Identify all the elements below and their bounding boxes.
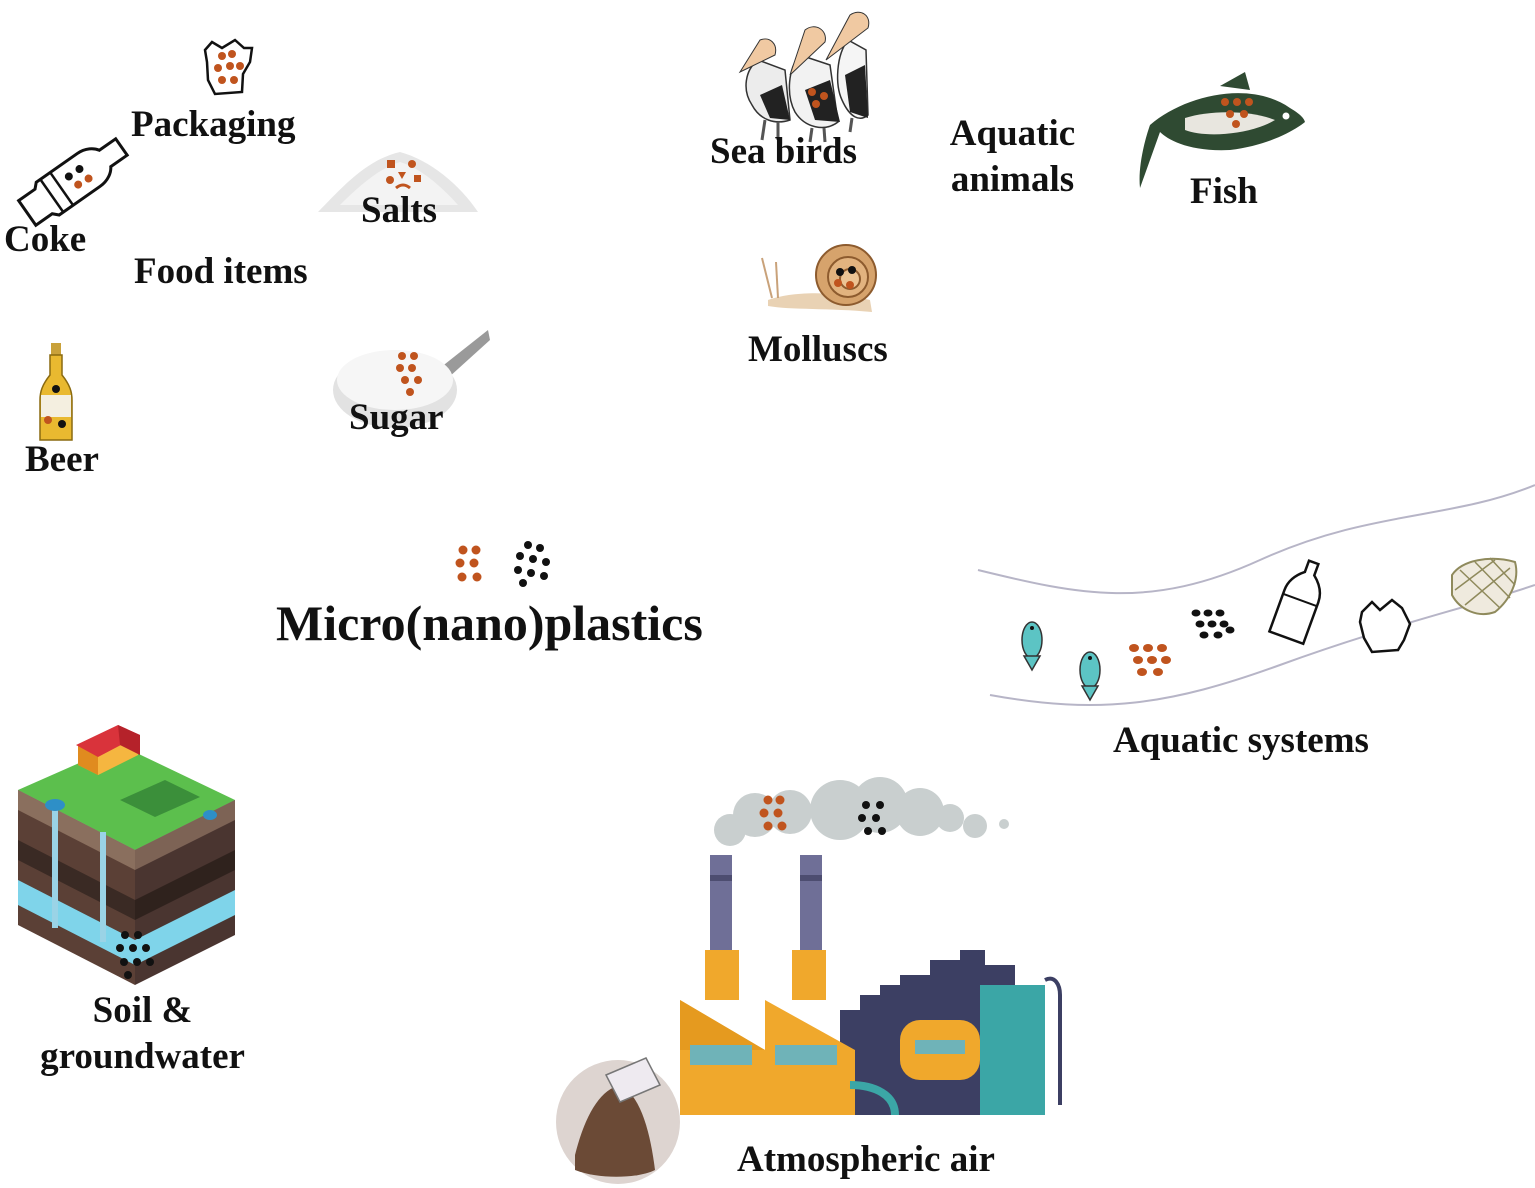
nanoplastic-particles-icon bbox=[1191, 609, 1235, 639]
soil-groundwater-label: Soil & groundwater bbox=[20, 988, 265, 1080]
sugar-spoon-icon bbox=[333, 330, 490, 428]
coke-bottle-icon bbox=[16, 136, 130, 228]
plastic-bag-icon bbox=[1358, 598, 1412, 654]
aquatic-systems-label: Aquatic systems bbox=[1113, 720, 1369, 761]
soil-groundwater-label-line2: groundwater bbox=[40, 1036, 245, 1077]
coke-label: Coke bbox=[4, 219, 87, 260]
nanoplastic-particles-icon bbox=[514, 541, 550, 587]
sewage-pipe-icon bbox=[556, 1057, 680, 1184]
soil-groundwater-block-icon bbox=[18, 725, 235, 985]
sea-birds-label: Sea birds bbox=[710, 131, 858, 172]
aquatic-animals-label-line1: Aquatic bbox=[949, 113, 1076, 154]
fish-icon bbox=[1139, 72, 1305, 188]
factory-icon bbox=[680, 855, 1062, 1116]
fish-small-icon bbox=[1021, 621, 1043, 672]
beer-label: Beer bbox=[25, 439, 99, 480]
beer-bottle-icon bbox=[39, 343, 73, 441]
sugar-label: Sugar bbox=[349, 397, 444, 438]
smoke-cloud-icon bbox=[714, 777, 1009, 846]
microplastic-particles-icon bbox=[1129, 644, 1171, 676]
aquatic-animals-label: Aquatic animals bbox=[930, 111, 1095, 203]
sea-birds-icon bbox=[738, 11, 870, 143]
salts-label: Salts bbox=[361, 190, 438, 231]
microplastic-particles-icon bbox=[455, 545, 482, 582]
food-items-label: Food items bbox=[134, 251, 308, 292]
plastic-bottle-icon bbox=[1267, 559, 1322, 646]
salt-pile-icon bbox=[318, 152, 478, 212]
fishing-net-icon bbox=[1451, 557, 1518, 615]
molluscs-label: Molluscs bbox=[748, 329, 888, 370]
aquatic-animals-label-line2: animals bbox=[950, 159, 1075, 200]
mollusc-snail-icon bbox=[761, 244, 877, 312]
fish-small-icon bbox=[1079, 651, 1101, 702]
fish-label: Fish bbox=[1190, 171, 1258, 212]
soil-groundwater-label-line1: Soil & bbox=[92, 990, 193, 1031]
micro-nano-plastics-title: Micro(nano)plastics bbox=[276, 595, 703, 651]
packaging-bag-icon bbox=[203, 38, 254, 96]
packaging-label: Packaging bbox=[131, 104, 296, 145]
atmospheric-air-label: Atmospheric air bbox=[737, 1139, 995, 1180]
